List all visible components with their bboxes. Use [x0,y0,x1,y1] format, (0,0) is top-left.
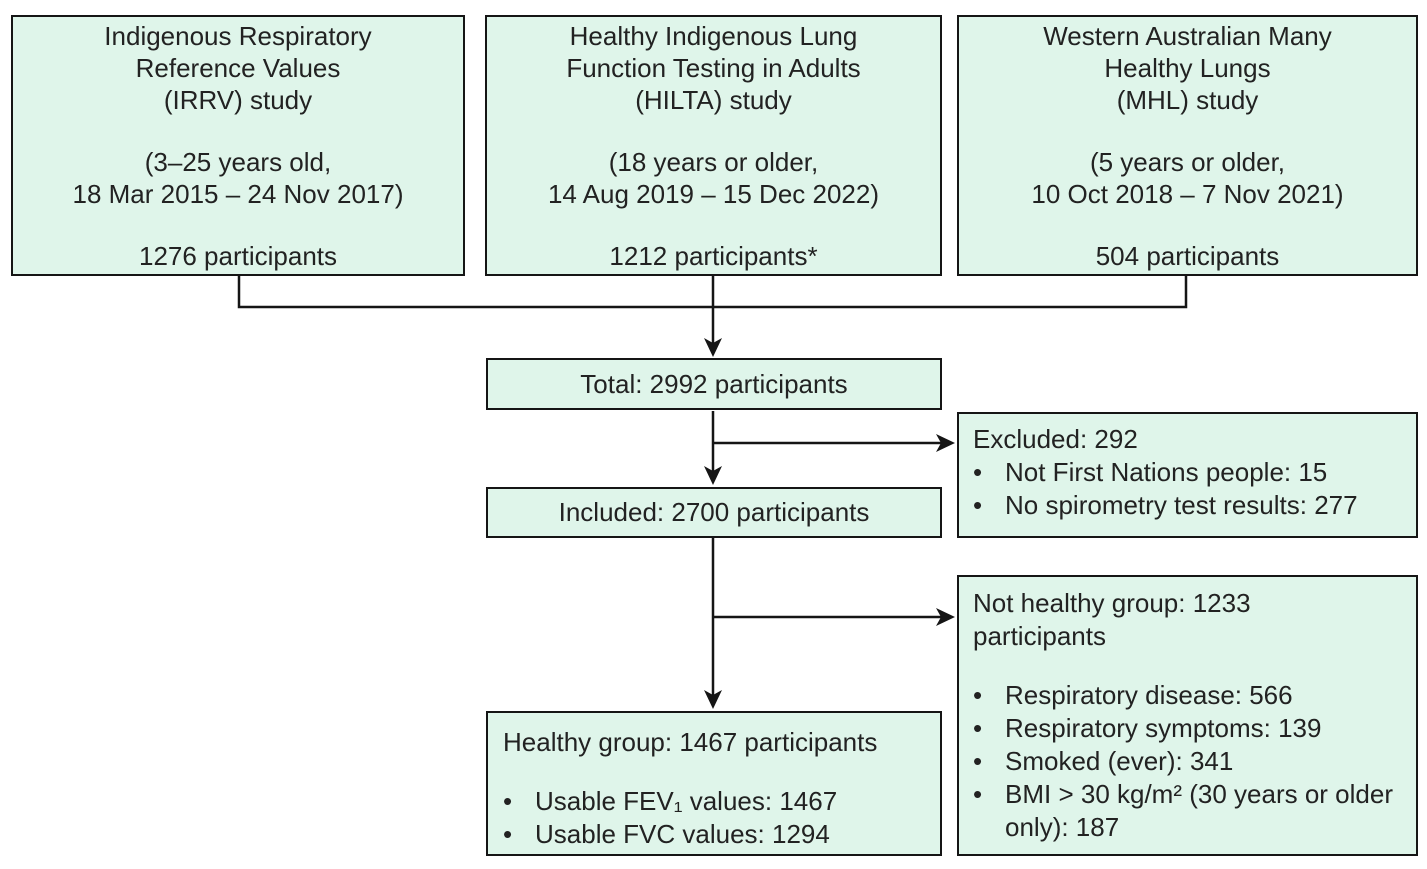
arrowhead-total-to-excluded [936,434,955,452]
list-item: • Respiratory symptoms: 139 [973,712,1406,745]
list-item-text: Usable FEV₁ values: 1467 [535,786,838,816]
not-healthy-title: Not healthy group: 1233 participants [973,588,1251,651]
study-title: Western Australian Many Healthy Lungs (M… [1043,20,1332,115]
list-item-text: BMI > 30 kg/m² (30 years or older only):… [1005,779,1393,842]
study-box-irrv: Indigenous Respiratory Reference Values … [11,15,465,276]
study-criteria: (3–25 years old, 18 Mar 2015 – 24 Nov 20… [72,146,404,209]
not-healthy-list: • Respiratory disease: 566 • Respiratory… [973,679,1406,844]
study-box-hilta: Healthy Indigenous Lung Function Testing… [485,15,942,276]
bullet-glyph: • [973,490,983,520]
excluded-title: Excluded: 292 [973,424,1138,454]
study-title: Healthy Indigenous Lung Function Testing… [566,20,861,115]
excluded-box: Excluded: 292 • Not First Nations people… [957,412,1418,538]
arrowhead-merge-to-total [704,338,722,357]
included-label: Included: 2700 participants [558,497,870,527]
list-item-text: Smoked (ever): 341 [1005,746,1234,776]
excluded-list: • Not First Nations people: 15 • No spir… [973,456,1406,522]
list-item-text: No spirometry test results: 277 [1005,490,1358,520]
study-criteria: (5 years or older, 10 Oct 2018 – 7 Nov 2… [1031,146,1344,209]
healthy-box: Healthy group: 1467 participants • Usabl… [486,711,942,856]
study-participant-count: 1212 participants* [609,240,818,271]
arrowhead-included-to-healthy [704,690,722,709]
list-item: • Usable FEV₁ values: 1467 [503,785,930,818]
bullet-glyph: • [973,680,983,710]
bullet-glyph: • [973,779,983,809]
arrowhead-included-to-not-healthy [936,608,955,626]
study-title: Indigenous Respiratory Reference Values … [104,20,372,115]
arrowhead-total-to-included [704,466,722,485]
healthy-title: Healthy group: 1467 participants [503,727,878,757]
bullet-glyph: • [973,746,983,776]
bullet-glyph: • [973,713,983,743]
list-item: • Usable FVC values: 1294 [503,818,930,851]
list-item: • Smoked (ever): 341 [973,745,1406,778]
list-item: • Respiratory disease: 566 [973,679,1406,712]
list-item-text: Respiratory disease: 566 [1005,680,1293,710]
list-item: • BMI > 30 kg/m² (30 years or older only… [973,778,1406,844]
healthy-list: • Usable FEV₁ values: 1467 • Usable FVC … [503,785,930,851]
bullet-glyph: • [973,457,983,487]
total-label: Total: 2992 participants [580,368,848,399]
list-item: • Not First Nations people: 15 [973,456,1406,489]
study-criteria: (18 years or older, 14 Aug 2019 – 15 Dec… [547,146,880,209]
included-box: Included: 2700 participants [486,487,942,538]
total-box: Total: 2992 participants [486,358,942,410]
study-participant-count: 504 participants [1095,240,1280,271]
bullet-glyph: • [503,786,513,816]
list-item-text: Usable FVC values: 1294 [535,819,830,849]
bullet-glyph: • [503,819,513,849]
study-box-mhl: Western Australian Many Healthy Lungs (M… [957,15,1418,276]
not-healthy-box: Not healthy group: 1233 participants • R… [957,575,1418,856]
study-participant-count: 1276 participants [138,240,338,271]
list-item: • No spirometry test results: 277 [973,489,1406,522]
list-item-text: Not First Nations people: 15 [1005,457,1328,487]
list-item-text: Respiratory symptoms: 139 [1005,713,1322,743]
